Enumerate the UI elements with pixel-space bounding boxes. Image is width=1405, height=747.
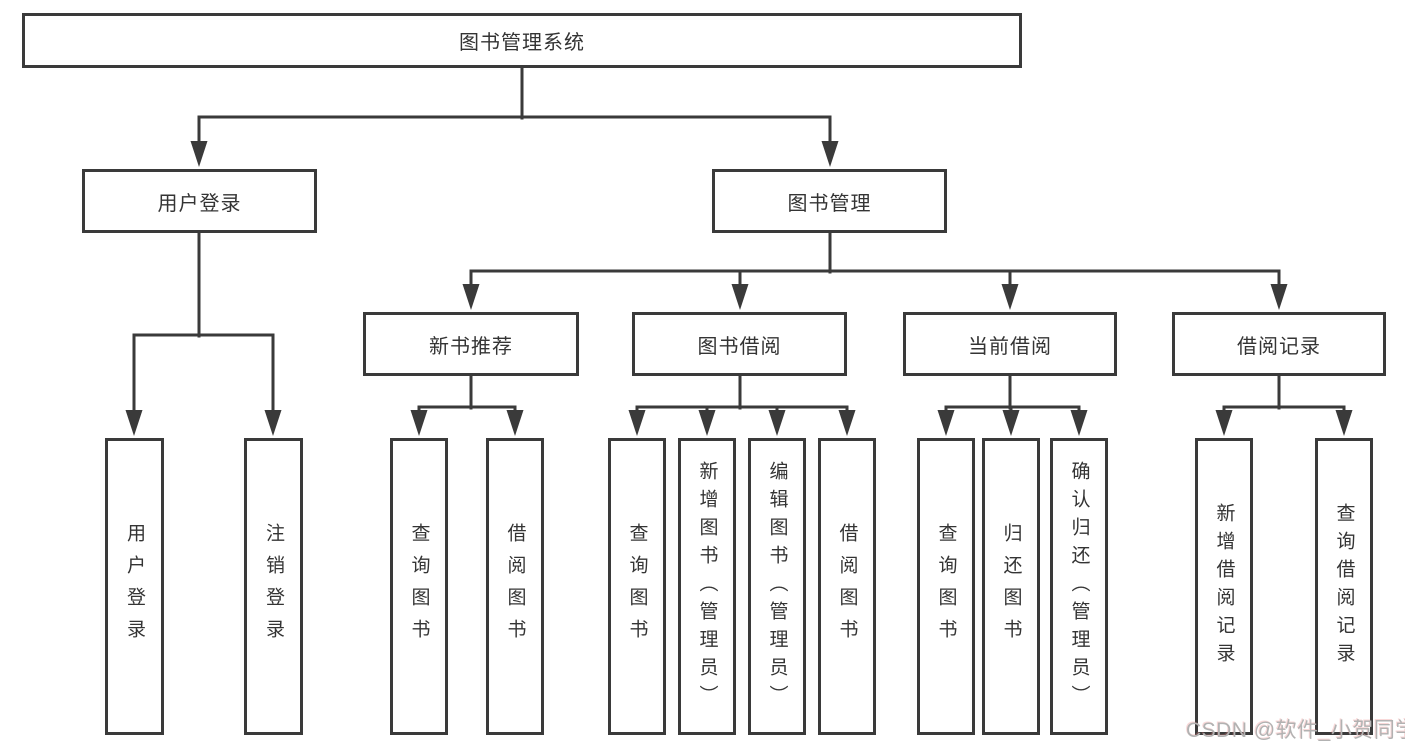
arrowhead — [698, 410, 716, 436]
arrowhead — [821, 141, 839, 167]
leaf-return-books: 归还图书 — [982, 438, 1040, 735]
leaf-query-books-borrowing: 查询图书 — [608, 438, 666, 735]
leaf-query-books-recommend: 查询图书 — [390, 438, 448, 735]
arrowhead — [190, 141, 208, 167]
arrowhead — [125, 410, 143, 436]
arrowhead — [1001, 284, 1019, 310]
leaf-user-login: 用户登录 — [105, 438, 164, 735]
leaf-borrow-books: 借阅图书 — [818, 438, 876, 735]
node-borrowing-records: 借阅记录 — [1172, 312, 1386, 376]
arrowhead — [1070, 410, 1088, 436]
arrowhead — [1002, 410, 1020, 436]
node-new-book-recommendation: 新书推荐 — [363, 312, 579, 376]
leaf-confirm-return-admin: 确认归还（管理员） — [1050, 438, 1108, 735]
node-user-login: 用户登录 — [82, 169, 317, 233]
arrowhead — [1270, 284, 1288, 310]
leaf-add-books-admin: 新增图书（管理员） — [678, 438, 736, 735]
leaf-query-borrow-record: 查询借阅记录 — [1315, 438, 1373, 735]
arrowhead — [410, 410, 428, 436]
csdn-watermark: CSDN @软件_小贺同学 — [1186, 719, 1405, 742]
node-root: 图书管理系统 — [22, 13, 1022, 68]
arrowhead — [1215, 410, 1233, 436]
connector-paths — [132, 66, 1346, 414]
arrowhead — [628, 410, 646, 436]
node-book-management: 图书管理 — [712, 169, 947, 233]
node-book-borrowing: 图书借阅 — [632, 312, 847, 376]
arrowhead — [1335, 410, 1353, 436]
leaf-add-borrow-record: 新增借阅记录 — [1195, 438, 1253, 735]
leaf-edit-books-admin: 编辑图书（管理员） — [748, 438, 806, 735]
arrowhead — [731, 284, 749, 310]
arrowheads — [125, 141, 1353, 436]
arrowhead — [937, 410, 955, 436]
arrowhead — [264, 410, 282, 436]
node-current-borrowing: 当前借阅 — [903, 312, 1117, 376]
arrowhead — [506, 410, 524, 436]
arrowhead — [838, 410, 856, 436]
leaf-query-books-current: 查询图书 — [917, 438, 975, 735]
arrowhead — [768, 410, 786, 436]
leaf-borrow-books-recommend: 借阅图书 — [486, 438, 544, 735]
arrowhead — [462, 284, 480, 310]
leaf-logout: 注销登录 — [244, 438, 303, 735]
